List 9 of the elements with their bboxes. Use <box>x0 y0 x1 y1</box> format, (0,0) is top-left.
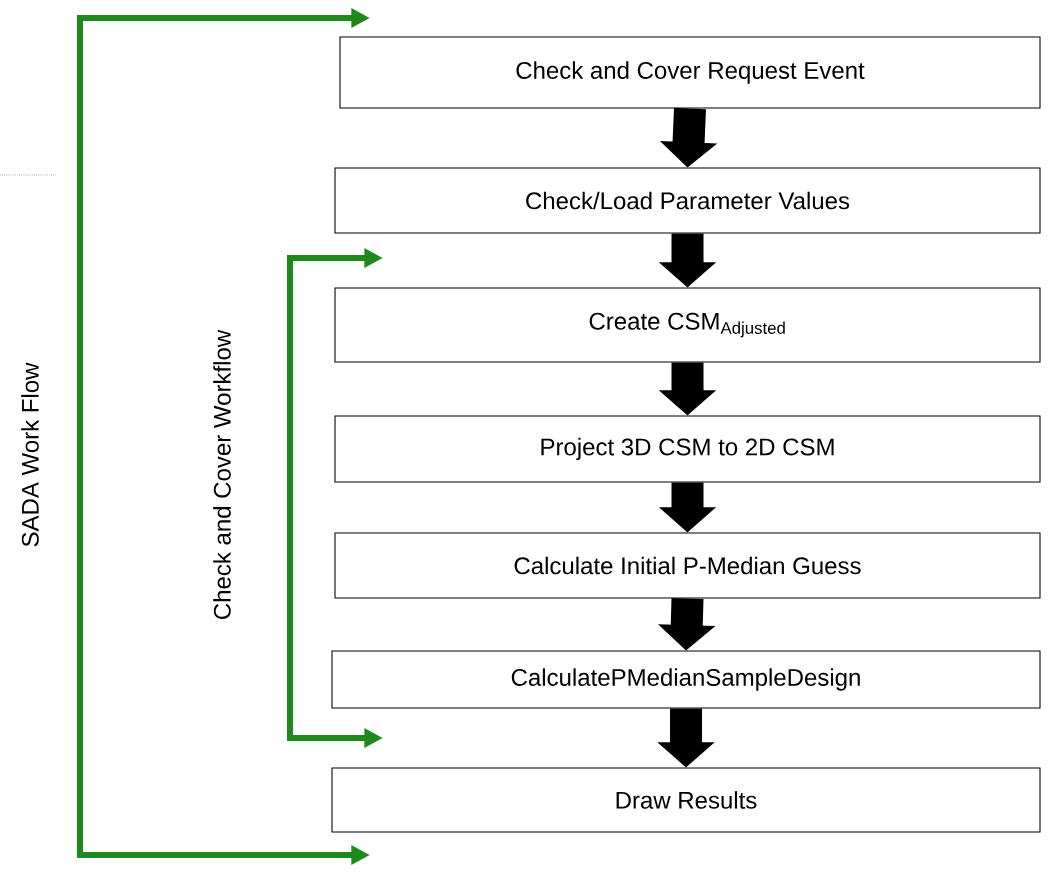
side-label: SADA Work Flow <box>21 362 39 547</box>
process-box: Check and Cover Request Event <box>339 36 1041 109</box>
process-box: Check/Load Parameter Values <box>334 167 1041 234</box>
side-label: Check and Cover Workflow <box>213 329 231 619</box>
process-box: Create CSM$_{Adjusted}$ <box>334 287 1041 363</box>
process-box: Draw Results <box>331 767 1041 833</box>
process-box: CalculatePMedianSampleDesign <box>331 650 1041 709</box>
process-box: Calculate Initial P-Median Guess <box>334 532 1041 599</box>
process-box: Project 3D CSM to 2D CSM <box>334 415 1041 483</box>
